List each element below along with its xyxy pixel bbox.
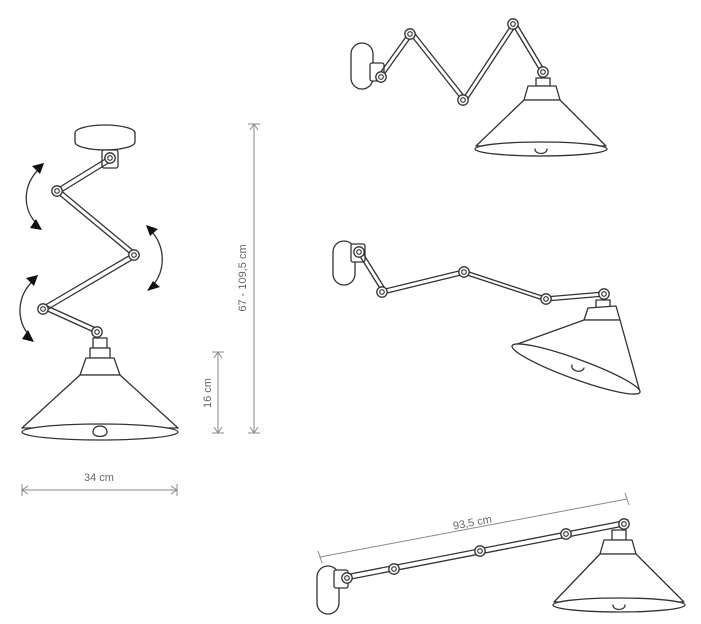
shade-height-label: 16 cm: [202, 378, 214, 408]
width-dimension: 34 cm: [21, 472, 178, 496]
wall-lamp-extended: [332, 240, 641, 395]
width-label: 34 cm: [84, 472, 114, 484]
extended-length-dimension: 93,5 cm: [317, 492, 630, 564]
rotation-arrows: [19, 163, 163, 342]
wall-lamp-fully-extended: [316, 518, 686, 615]
total-height-label: 67 - 109,5 cm: [237, 244, 249, 311]
shade-height-dimension: 16 cm: [202, 351, 224, 434]
pendant-lamp: [19, 124, 179, 441]
pendant-arm: [41, 157, 136, 334]
total-height-dimension: 67 - 109,5 cm: [237, 123, 260, 434]
extended-length-label: 93,5 cm: [452, 514, 493, 533]
wall-lamp-folded: [350, 18, 608, 157]
